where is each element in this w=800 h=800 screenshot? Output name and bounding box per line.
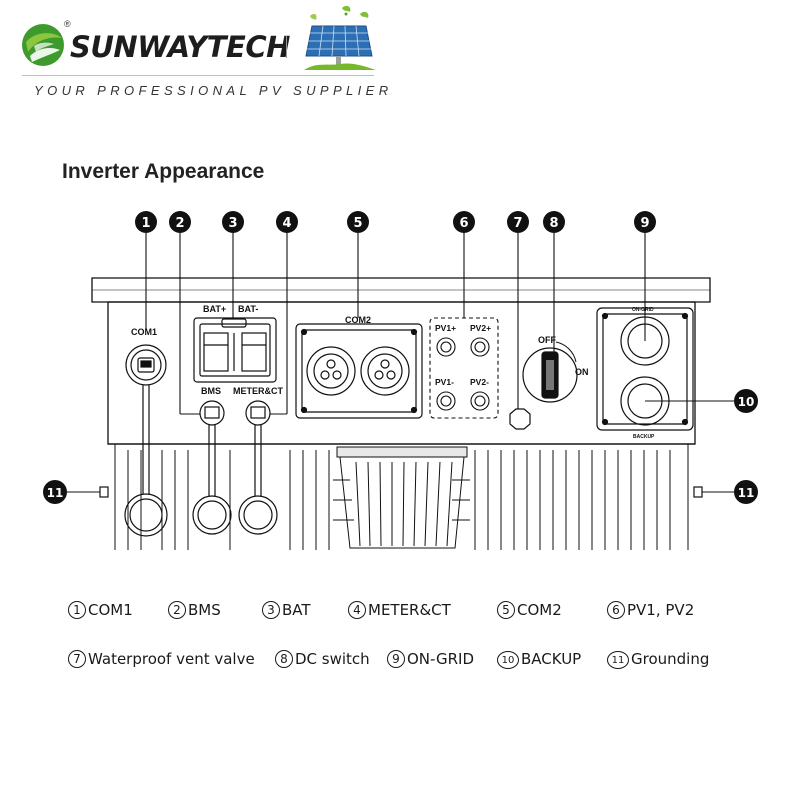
heatsink (114, 444, 689, 550)
callouts (43, 211, 758, 504)
legend-label: BMS (188, 601, 221, 619)
callout-11-left: 11 (47, 486, 64, 500)
legend-label: BACKUP (521, 650, 582, 668)
meter-ct-port (245, 400, 271, 426)
legend-number: 3 (262, 601, 280, 619)
registered-mark: ® (64, 19, 71, 29)
fan-assembly (333, 446, 470, 549)
off-label: OFF (538, 335, 556, 345)
pv-connectors (429, 317, 499, 419)
legend-label: BAT (282, 601, 311, 619)
callout-6-circle (453, 211, 475, 233)
callout-7: 7 (513, 216, 522, 231)
callout-2-circle (169, 211, 191, 233)
tagline: YOUR PROFESSIONAL PV SUPPLIER (34, 83, 393, 98)
backup-label: BACKUP (633, 434, 655, 440)
callout-9: 9 (640, 216, 649, 231)
callout-5-circle (347, 211, 369, 233)
header: ® SUNWAYTECH YOUR PROFESSIONAL PV SUPPLI… (0, 0, 800, 110)
legend-number: 8 (275, 650, 293, 668)
callout-8-circle (543, 211, 565, 233)
callout-11-left-circle (43, 480, 67, 504)
callout-11-right-circle (734, 480, 758, 504)
leader-lines (66, 233, 734, 493)
bat-minus-label: BAT- (238, 304, 258, 314)
green-globe-logo-icon (22, 24, 64, 66)
legend-number: 7 (68, 650, 86, 668)
inverter-top-cover (91, 277, 711, 303)
callout-1-circle (135, 211, 157, 233)
bms-label: BMS (201, 386, 221, 396)
legend-label: Grounding (631, 650, 710, 668)
callout-5: 5 (353, 216, 362, 231)
callout-11-right: 11 (738, 486, 755, 500)
inverter-diagram: COM1 BAT+ BAT- BMS METER&CT COM2 (43, 211, 758, 550)
bms-port (199, 400, 225, 426)
solar-panel-icon (304, 5, 376, 70)
com1-label: COM1 (131, 327, 157, 337)
legend-label: Waterproof vent valve (88, 650, 255, 668)
bottom-glands (124, 385, 278, 537)
legend-label: ON-GRID (407, 650, 475, 668)
legend-number: 5 (497, 601, 515, 619)
legend-label: COM2 (517, 601, 562, 619)
com1-port (125, 344, 167, 386)
bat-plus-label: BAT+ (203, 304, 226, 314)
legend-label: METER&CT (368, 601, 451, 619)
com2-gland-block (295, 323, 423, 419)
legend-number: 9 (387, 650, 405, 668)
callout-10: 10 (738, 395, 755, 409)
callout-7-circle (507, 211, 529, 233)
callout-1: 1 (141, 216, 150, 231)
callout-2: 2 (175, 216, 184, 231)
com2-label: COM2 (345, 315, 371, 325)
pv1-minus-label: PV1- (435, 377, 454, 387)
pv2-minus-label: PV2- (470, 377, 489, 387)
callout-8: 8 (549, 216, 558, 231)
bat-connector (193, 317, 277, 383)
legend-label: COM1 (88, 601, 133, 619)
legend-number: 6 (607, 601, 625, 619)
legend-number: 1 (68, 601, 86, 619)
legend-number: 4 (348, 601, 366, 619)
callout-4-circle (276, 211, 298, 233)
callout-9-circle (634, 211, 656, 233)
header-divider (286, 36, 287, 58)
legend-label: PV1, PV2 (627, 601, 695, 619)
legend-number: 2 (168, 601, 186, 619)
legend-label: DC switch (295, 650, 370, 668)
legend-number: 11 (607, 651, 629, 669)
dc-switch (522, 341, 578, 403)
vent-valve (509, 408, 531, 430)
on-label: ON (575, 367, 589, 377)
meter-ct-label: METER&CT (233, 386, 283, 396)
callout-4: 4 (282, 216, 291, 231)
grounding-screws (99, 486, 703, 498)
legend-number: 10 (497, 651, 519, 669)
brand-name: SUNWAYTECH (70, 30, 290, 64)
callout-6: 6 (459, 216, 468, 231)
pv1-plus-label: PV1+ (435, 323, 456, 333)
on-grid-label: ON-GRID (632, 307, 654, 313)
callout-3-circle (222, 211, 244, 233)
header-rule (22, 75, 374, 76)
callout-10-circle (734, 389, 758, 413)
pv2-plus-label: PV2+ (470, 323, 491, 333)
section-title: Inverter Appearance (62, 160, 265, 183)
callout-3: 3 (228, 216, 237, 231)
